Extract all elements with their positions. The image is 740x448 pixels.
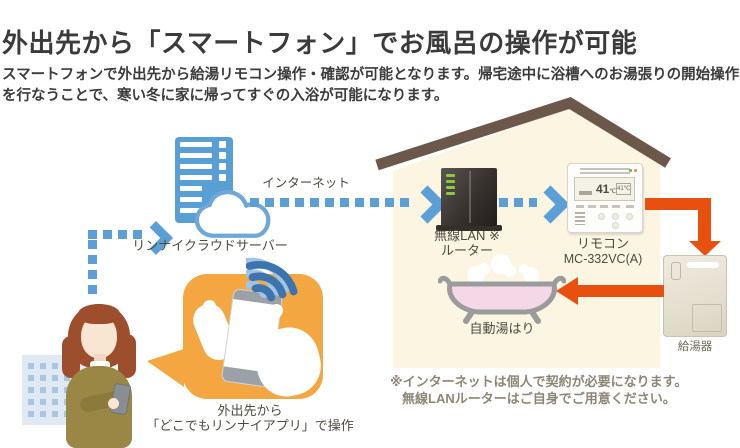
footnote-line2: 無線LANルーターはご自身でご用意ください。 — [402, 390, 676, 406]
roof — [375, 96, 671, 171]
router-label-line1: 無線LAN ※ — [434, 228, 500, 243]
remote-label-line1: リモコン — [576, 236, 629, 251]
steam-icon — [467, 254, 539, 284]
router-base — [436, 225, 502, 231]
router-label-line2: ルーター — [440, 242, 493, 258]
remote-button-bar — [576, 205, 584, 208]
wifi-router-icon — [441, 168, 497, 226]
phone-caption: 外出先から 「どこでもリンナイアプリ」で操作 — [128, 403, 372, 434]
remote-label: リモコン MC-332VC(A) — [540, 236, 666, 266]
remote-round-button — [598, 213, 605, 220]
hair-fringe — [78, 304, 120, 324]
internet-label: インターネット — [262, 176, 350, 190]
router-led — [446, 192, 455, 195]
remote-temp-unit: ℃ — [609, 189, 617, 195]
heater-label: 給湯器 — [677, 341, 713, 353]
hand-illustration — [203, 300, 216, 313]
router-led — [446, 186, 455, 189]
arrow-head-left-icon — [556, 277, 578, 305]
router-led — [446, 180, 455, 183]
phone-caption-line1: 外出先から — [217, 403, 283, 418]
upload-dashed-line — [88, 230, 142, 239]
person-illustration — [48, 298, 154, 448]
remote-display: 41℃ 41℃ — [574, 177, 635, 201]
remote-text-line — [580, 172, 630, 174]
router-led — [446, 174, 455, 177]
heater-slot — [671, 262, 681, 280]
bathtub-rim-curl — [438, 275, 453, 287]
remote-button-bar — [588, 205, 596, 208]
router-label: 無線LAN ※ ルーター — [407, 228, 527, 259]
remote-temp: 41℃ — [596, 182, 617, 196]
remote-speaker — [575, 212, 585, 225]
hand — [108, 398, 119, 409]
hot-water-flow-arrow — [578, 285, 664, 297]
server-led — [219, 174, 226, 181]
bathtub-icon — [438, 254, 566, 324]
footnote-line1: ※インターネットは個人で契約が必要になります。 — [390, 374, 688, 389]
intro-text: スマートフォンで外出先から給湯リモコン操作・確認が可能となります。帰宅途中に浴槽… — [2, 66, 740, 105]
hair — [118, 334, 136, 378]
server-led — [219, 141, 226, 148]
bathtub-body — [447, 281, 557, 315]
remote-time-bar — [579, 191, 592, 195]
arrow-head-down-icon — [689, 241, 721, 256]
remote-indicator-orange — [634, 169, 637, 172]
phone-caption-line2: 「どこでもリンナイアプリ」で操作 — [146, 417, 354, 433]
remote-button-bar — [600, 205, 608, 208]
remote-button-bar — [612, 205, 620, 208]
hand-illustration — [199, 314, 212, 327]
cloud-icon — [194, 190, 271, 238]
cloud-server-label: リンナイクラウドサーバー — [132, 238, 288, 253]
remote-round-button — [612, 213, 619, 220]
server-slot — [180, 186, 202, 191]
server-slot — [180, 174, 226, 181]
speech-bubble-tail — [147, 349, 184, 387]
server-slot — [180, 197, 202, 202]
server-led — [219, 163, 226, 170]
page-title: 外出先から「スマートフォン」でお風呂の操作が可能 — [2, 29, 638, 59]
internet-dashed-line — [250, 198, 414, 207]
remote-indicator-green — [629, 169, 632, 172]
server-slot — [180, 141, 226, 148]
bathtub-foot — [463, 309, 475, 324]
server-slot — [180, 163, 226, 170]
heater-vent — [687, 262, 719, 268]
remote-round-button — [612, 222, 619, 229]
lan-dashed-line — [499, 198, 537, 207]
remote-label-line2: MC-332VC(A) — [563, 251, 643, 266]
bathtub-foot — [529, 309, 541, 324]
hot-water-flow-arrow — [698, 198, 711, 243]
hot-water-flow-arrow — [645, 198, 711, 210]
heater-panel — [692, 304, 722, 332]
remote-button-bar — [626, 205, 634, 208]
remote-text-line — [580, 168, 630, 170]
wifi-icon — [246, 257, 298, 302]
footnote: ※インターネットは個人で契約が必要になります。 無線LANルーターはご自身でご用… — [390, 374, 690, 408]
bath-label: 自動湯はり — [469, 321, 535, 336]
server-slot — [180, 152, 226, 159]
server-led — [219, 152, 226, 159]
remote-control-icon: 41℃ 41℃ — [567, 163, 643, 233]
hair — [62, 336, 80, 378]
server-slot — [180, 208, 202, 213]
bathtub-rim-curl — [551, 275, 566, 287]
upload-dashed-line — [88, 240, 97, 294]
remote-round-button — [626, 213, 633, 220]
water-heater-icon — [663, 255, 727, 337]
remote-temp-small: 41℃ — [616, 183, 631, 195]
